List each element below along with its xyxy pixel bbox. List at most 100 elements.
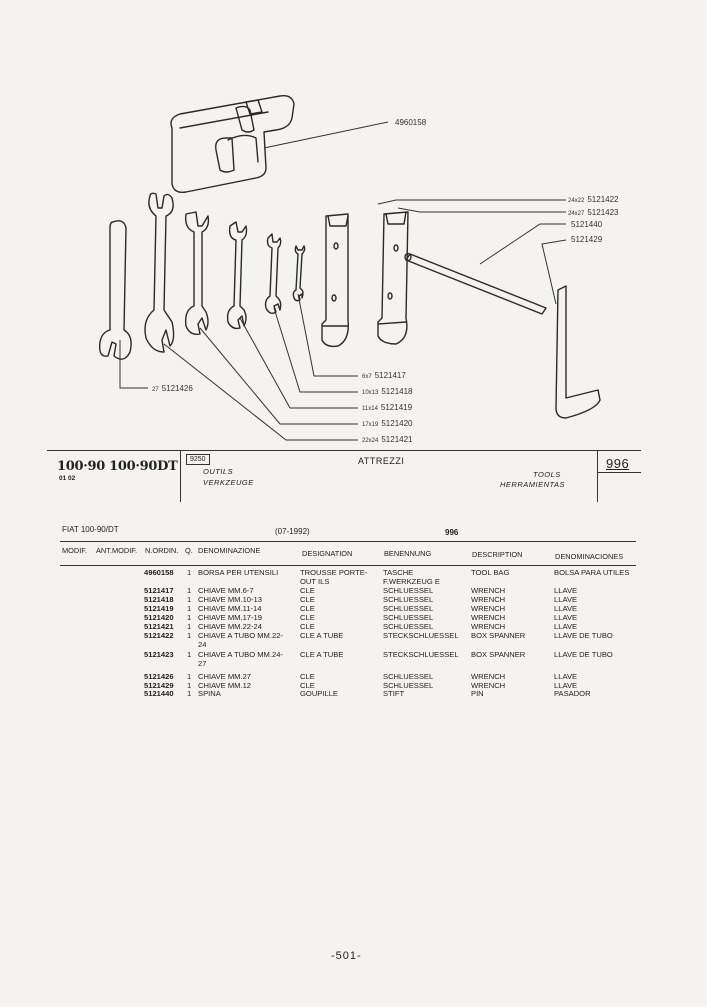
allen-key-illustration — [555, 285, 601, 419]
doc-number: 996 — [445, 528, 459, 537]
cell-de: SCHLUESSEL — [383, 604, 434, 613]
cell-fr: CLE — [300, 595, 315, 604]
cell-es: LLAVE — [554, 681, 578, 690]
cell-en: WRENCH — [471, 672, 506, 681]
table-header-rule — [60, 565, 636, 566]
cell-es: LLAVE — [554, 586, 578, 595]
cell-it: CHIAVE A TUBO MM.24- 27 — [198, 650, 283, 668]
cell-ordin: 5121421 — [144, 622, 174, 631]
section-title-english: TOOLS — [533, 470, 561, 479]
col-designation: DESIGNATION — [302, 549, 353, 558]
cell-it: CHIAVE MM.10-13 — [198, 595, 263, 604]
model-subcode: 01 02 — [59, 475, 76, 482]
cell-fr: CLE — [300, 604, 315, 613]
header-num-rule — [597, 472, 641, 473]
cell-q: 1 — [187, 672, 192, 681]
cell-en: BOX SPANNER — [471, 631, 526, 640]
cell-q: 1 — [187, 650, 192, 659]
col-q: Q. — [185, 546, 193, 555]
table-top-rule — [60, 541, 636, 542]
cell-fr: CLE — [300, 672, 315, 681]
cell-de: STECKSCHLUESSEL — [383, 631, 459, 640]
cell-de: SCHLUESSEL — [383, 672, 434, 681]
cell-it: CHIAVE A TUBO MM.22- 24 — [198, 631, 283, 649]
callout-allen-key: 5121429 — [571, 235, 603, 244]
cell-de: STIFT — [383, 689, 405, 698]
wrench-17-19-illustration — [184, 211, 210, 336]
cell-it: CHIAVE MM.27 — [198, 672, 252, 681]
cell-q: 1 — [187, 568, 192, 577]
cell-q: 1 — [187, 622, 192, 631]
cell-fr: CLE — [300, 586, 315, 595]
cell-en: BOX SPANNER — [471, 650, 526, 659]
cell-en: PIN — [471, 689, 484, 698]
cell-fr: CLE — [300, 622, 315, 631]
cell-de: TASCHE F.WERKZEUG E — [383, 568, 440, 586]
cell-fr: TROUSSE PORTE-OUT ILS — [300, 568, 368, 586]
box-spanner-22-24-illustration — [321, 213, 349, 348]
tommy-bar-illustration — [404, 252, 547, 315]
header-top-rule — [47, 450, 641, 451]
cell-q: 1 — [187, 613, 192, 622]
cell-ordin: 5121426 — [144, 672, 174, 681]
cell-en: WRENCH — [471, 613, 506, 622]
cell-es: LLAVE — [554, 613, 578, 622]
cell-en: WRENCH — [471, 586, 506, 595]
callout-tool-bag: 4960158 — [395, 118, 427, 127]
section-title-french: OUTILS — [203, 467, 234, 476]
cell-en: WRENCH — [471, 681, 506, 690]
header-divider — [180, 450, 181, 502]
model-title: 100·90 100·90DT — [57, 459, 178, 474]
tool-kit-illustration — [98, 94, 601, 441]
cell-en: TOOL BAG — [471, 568, 510, 577]
cell-it: CHIAVE MM.17-19 — [198, 613, 263, 622]
cell-es: LLAVE — [554, 595, 578, 604]
cell-it: CHIAVE MM.11-14 — [198, 604, 262, 613]
wrench-22-24-illustration — [144, 192, 175, 353]
cell-ordin: 5121423 — [144, 650, 174, 659]
col-modif: MODIF. — [62, 546, 88, 555]
cell-en: WRENCH — [471, 595, 506, 604]
cell-q: 1 — [187, 595, 192, 604]
cell-ordin: 5121420 — [144, 613, 174, 622]
page-number: -501- — [331, 950, 362, 962]
col-n-ordin: N.ORDIN. — [145, 546, 179, 555]
cell-ordin: 5121422 — [144, 631, 174, 640]
cell-it: CHIAVE MM.12 — [198, 681, 252, 690]
box-spanner-24-27-illustration — [377, 211, 409, 345]
cell-fr: CLE — [300, 681, 315, 690]
cell-ordin: 5121417 — [144, 586, 174, 595]
col-description: DESCRIPTION — [472, 550, 523, 559]
cell-ordin: 5121418 — [144, 595, 174, 604]
cell-fr: CLE A TUBE — [300, 631, 344, 640]
cell-fr: CLE — [300, 613, 315, 622]
cell-de: STECKSCHLUESSEL — [383, 650, 459, 659]
cell-de: SCHLUESSEL — [383, 681, 434, 690]
cell-en: WRENCH — [471, 604, 506, 613]
cell-q: 1 — [187, 681, 192, 690]
section-title-spanish: HERRAMIENTAS — [500, 480, 566, 489]
cell-es: LLAVE DE TUBO — [554, 631, 613, 640]
cell-ordin: 4960158 — [144, 568, 174, 577]
cell-es: LLAVE DE TUBO — [554, 650, 613, 659]
section-title-italian: ATTREZZI — [358, 456, 405, 466]
callout-pin: 5121440 — [571, 220, 603, 229]
col-ant-modif: ANT.MODIF. — [96, 546, 138, 555]
cell-de: SCHLUESSEL — [383, 586, 434, 595]
cell-q: 1 — [187, 631, 192, 640]
tool-bag-illustration — [170, 94, 295, 194]
wrench-6-7-illustration — [292, 245, 306, 302]
wrench-10-13-illustration — [264, 233, 282, 315]
col-denominaciones: DENOMINACIONES — [555, 552, 624, 561]
cell-ordin: 5121429 — [144, 681, 174, 690]
cell-q: 1 — [187, 586, 192, 595]
section-title-german: VERKZEUGE — [203, 478, 254, 487]
col-benennung: BENENNUNG — [384, 549, 432, 558]
cell-es: LLAVE — [554, 604, 578, 613]
